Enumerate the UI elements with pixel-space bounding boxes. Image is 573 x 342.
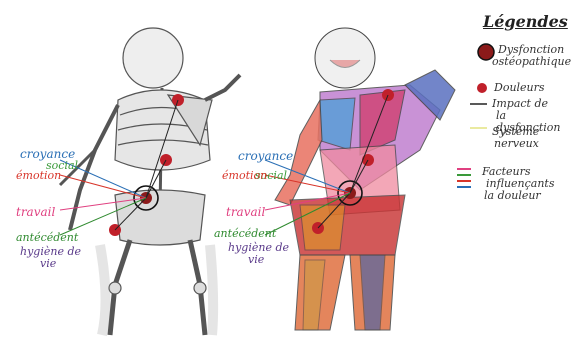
legend-nervous-2: nerveux <box>494 138 539 150</box>
swatch-pink <box>457 168 471 170</box>
label-hygiene-right-1: hygiène de <box>228 242 289 253</box>
label-croyance-right: croyance <box>238 150 293 162</box>
legend-symbols <box>470 44 494 128</box>
label-hygiene-right-2: vie <box>248 254 264 265</box>
factor-color-swatches <box>457 168 471 192</box>
label-antecedent-right: antécédent <box>214 228 276 239</box>
legend-dysfunction-2: ostéopathique <box>492 56 571 68</box>
skeleton-figure <box>60 28 240 335</box>
label-travail-right: travail <box>226 206 265 218</box>
label-emotion-left: émotion <box>16 170 61 181</box>
label-antecedent-left: antécédent <box>16 232 78 243</box>
legend-factors-3: la douleur <box>484 190 541 202</box>
swatch-blue <box>457 186 471 188</box>
label-hygiene-left-1: hygiène de <box>20 246 81 257</box>
label-hygiene-left-2: vie <box>40 258 56 269</box>
label-emotion-right: émotion <box>222 170 267 181</box>
muscle-figure <box>275 28 455 330</box>
label-travail-left: travail <box>16 206 55 218</box>
pain-legend-icon <box>477 83 487 93</box>
legend-title: Légendes <box>483 12 568 31</box>
legend-pain: Douleurs <box>494 82 545 94</box>
swatch-green <box>457 174 471 176</box>
swatch-red <box>457 180 471 182</box>
